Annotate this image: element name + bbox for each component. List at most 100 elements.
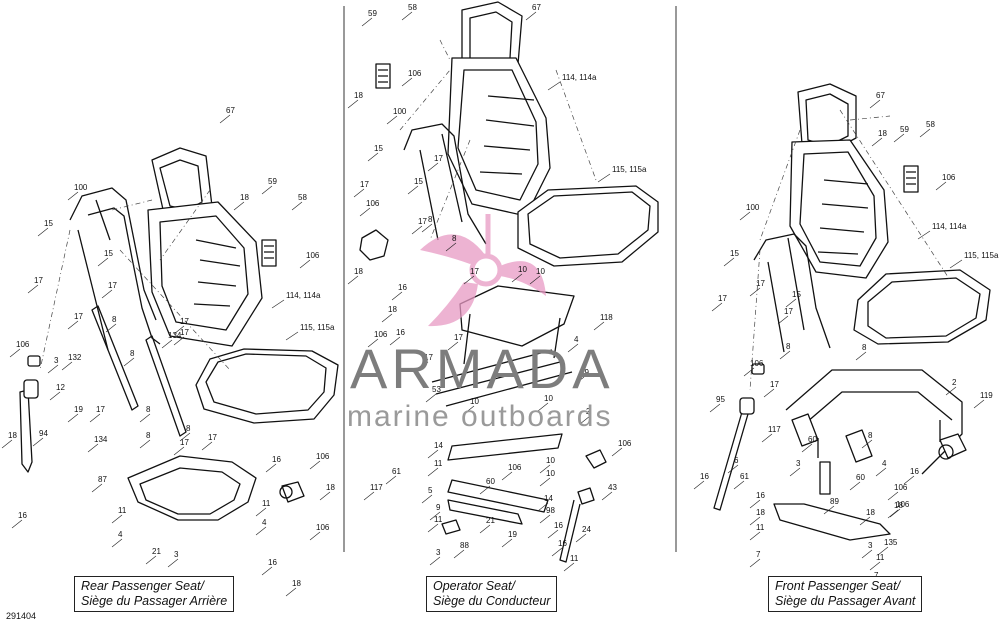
armada-logo-mark	[420, 214, 546, 327]
callout-label: 114, 114a	[562, 73, 597, 82]
callout-label: 11	[118, 506, 127, 515]
callout-label: 18	[354, 91, 363, 100]
callout-label: 94	[39, 429, 48, 438]
callout-label: 16	[398, 283, 407, 292]
callout-label: 106	[508, 463, 522, 472]
callout-leader-line	[386, 115, 398, 125]
callout-label: 9	[436, 503, 441, 512]
callout-leader-line	[255, 526, 267, 536]
callout-leader-line	[551, 547, 563, 557]
callout-leader-line	[27, 284, 39, 294]
callout-label: 3	[174, 550, 179, 559]
callout-leader-line	[261, 185, 273, 195]
caption-front-passenger-seat: Front Passenger Seat/ Siège du Passager …	[768, 576, 923, 612]
callout-leader-line	[123, 357, 135, 367]
callout-leader-line	[855, 351, 867, 361]
callout-leader-line	[749, 516, 761, 526]
callout-leader-line	[353, 188, 365, 198]
callout-label: 8	[130, 349, 135, 358]
callout-leader-line	[777, 315, 789, 325]
callout-leader-line	[727, 464, 739, 474]
callout-label: 117	[768, 425, 781, 434]
callout-label: 8	[186, 424, 191, 433]
callout-label: 21	[486, 516, 495, 525]
callout-label: 135	[884, 538, 898, 547]
callout-leader-line	[173, 336, 185, 346]
callout-label: 61	[392, 467, 401, 476]
callout-leader-line	[299, 259, 311, 269]
callout-leader-line	[763, 388, 775, 398]
callout-leader-line	[575, 533, 587, 543]
callout-leader-line	[511, 273, 523, 283]
callout-label: 5	[428, 486, 433, 495]
callout-label: 3	[868, 541, 873, 550]
callout-leader-line	[67, 320, 79, 330]
callout-leader-line	[463, 405, 475, 415]
callout-label: 89	[830, 497, 839, 506]
callout-leader-line	[525, 11, 537, 21]
callout-leader-line	[363, 491, 375, 501]
callout-label: 119	[980, 391, 993, 400]
callout-label: 16	[18, 511, 27, 520]
callout-leader-line	[547, 529, 559, 539]
callout-label: 14	[434, 441, 443, 450]
callout-leader-line	[421, 223, 433, 233]
callout-label: 3	[54, 356, 59, 365]
callout-label: 3	[436, 548, 441, 557]
callout-leader-line	[309, 460, 321, 470]
callout-label: 106	[750, 359, 764, 368]
callout-label: 18	[326, 483, 335, 492]
callout-leader-line	[87, 443, 99, 453]
callout-label: 59	[900, 125, 909, 134]
callout-leader-line	[427, 449, 439, 459]
callout-label: 118	[600, 313, 613, 322]
callout-label: 58	[408, 3, 417, 12]
caption-operator-line2: Siège du Conducteur	[433, 594, 551, 608]
callout-label: 17	[424, 353, 433, 362]
callout-leader-line	[429, 511, 441, 521]
callout-leader-line	[401, 77, 413, 87]
callout-leader-line	[37, 227, 49, 237]
caption-operator-seat: Operator Seat/ Siège du Conducteur	[426, 576, 558, 612]
callout-label: 60	[808, 435, 817, 444]
callout-leader-line	[347, 99, 359, 109]
callout-leader-line	[427, 162, 439, 172]
callout-leader-line	[869, 561, 881, 571]
callout-leader-line	[611, 447, 623, 457]
callout-label: 17	[96, 405, 105, 414]
callout-label: 18	[8, 431, 17, 440]
callout-label: 106	[408, 69, 422, 78]
callout-leader-line	[173, 446, 185, 456]
callout-leader-line	[861, 439, 873, 449]
callout-label: 8	[112, 315, 117, 324]
callout-leader-line	[861, 549, 873, 559]
callout-leader-line	[445, 242, 457, 252]
callout-leader-line	[479, 485, 491, 495]
callout-label: 53	[432, 385, 441, 394]
callout-label: 17	[434, 154, 443, 163]
callout-label: 88	[460, 541, 469, 550]
callout-label: 16	[272, 455, 281, 464]
callout-leader-line	[285, 587, 297, 597]
callout-leader-line	[9, 348, 21, 358]
callout-label: 12	[56, 383, 65, 392]
callout-label: 10	[546, 469, 555, 478]
callout-label: 8	[428, 215, 433, 224]
callout-leader-line	[723, 257, 735, 267]
callout-label: 115, 115a	[612, 165, 647, 174]
callout-leader-line	[733, 480, 745, 490]
callout-leader-line	[889, 508, 901, 518]
callout-leader-line	[739, 211, 751, 221]
operator-seat-assembly	[359, 1, 659, 563]
callout-label: 18	[894, 501, 903, 510]
callout-label: 16	[268, 558, 277, 567]
callout-label: 15	[730, 249, 739, 258]
callout-leader-line	[447, 341, 459, 351]
callout-leader-line	[385, 475, 397, 485]
callout-label: 11	[434, 515, 443, 524]
callout-label: 106	[316, 523, 330, 532]
caption-front-line1: Front Passenger Seat/	[775, 579, 901, 593]
callout-label: 10	[536, 267, 545, 276]
callout-label: 6	[734, 456, 739, 465]
